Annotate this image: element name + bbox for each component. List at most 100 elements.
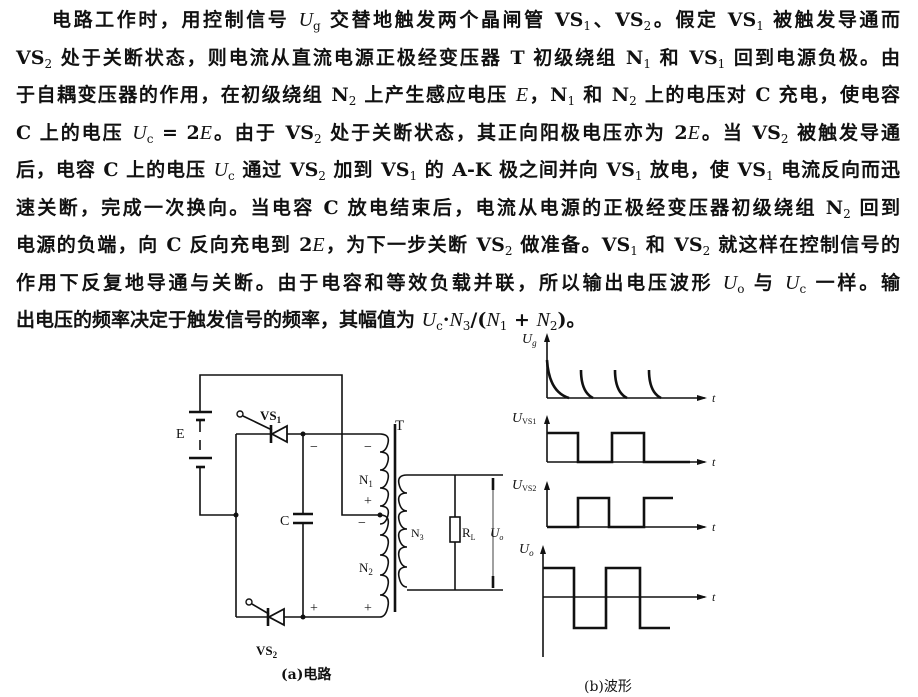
text-run: 、VS <box>591 9 644 31</box>
subscript: 1 <box>567 94 576 108</box>
text-run: 加到 VS <box>325 159 410 181</box>
subscript: c <box>228 169 235 183</box>
subscript: 2 <box>843 206 851 221</box>
subscript: 1 <box>634 169 643 183</box>
subscript: o <box>737 281 745 296</box>
math-symbol: E <box>312 234 325 256</box>
text-run: 放电，使 VS <box>642 159 766 181</box>
text-run: 交替地触发两个晶闸管 VS <box>320 9 584 31</box>
text-run: 回到电源负极。由 <box>725 46 900 69</box>
text-run: 。当 VS <box>699 121 781 144</box>
paragraph-line: VS2 处于关断状态，则电流从直流电源正极经变压器 T 初级绕组 N1 和 VS… <box>16 40 900 78</box>
text-run: C 上的电压 <box>16 121 133 144</box>
label-t-axis: t <box>712 520 716 534</box>
text-run: 上产生感应电压 <box>356 84 516 106</box>
text-run: + <box>507 309 537 331</box>
subscript: 2 <box>318 169 326 183</box>
waveform-ug: Ug t <box>522 332 716 405</box>
math-symbol: U <box>722 271 738 294</box>
math-symbol: E <box>687 121 700 144</box>
sign-n1-bottom: + <box>364 494 372 509</box>
subscript: 2 <box>702 244 711 258</box>
math-symbol: U <box>421 309 437 331</box>
paragraph-line: 出电压的频率决定于触发信号的频率，其幅值为 Uc·N3/(N1 + N2)。 <box>16 302 900 340</box>
math-symbol: U <box>298 9 314 31</box>
label-uvs1: UVS1 <box>512 411 536 426</box>
wire-battery-positive <box>199 374 380 516</box>
label-uo: Uo <box>490 525 503 542</box>
text-run: = 2 <box>153 121 200 144</box>
label-n2: N2 <box>359 560 373 577</box>
text-run: 。假定 VS <box>651 9 757 31</box>
sign-n1-top: − <box>364 440 372 455</box>
label-t-axis: t <box>712 590 716 604</box>
subscript: 2 <box>44 56 53 71</box>
paragraph-line: 后，电容 C 上的电压 Uc 通过 VS2 加到 VS 1 的 A-K 极之间并向… <box>16 152 900 190</box>
text-run: 作用下反复地导通与关断。由于电容和等效负载并联，所以输出电压波形 <box>16 271 723 294</box>
text-run: 和 VS <box>650 46 718 69</box>
text-run: 处于关断状态，其正向阳极电压亦为 2 <box>321 121 688 144</box>
circuit-diagram: E VS1 VS2 C T N1 N2 N3 RL Uo − − + − + + <box>176 374 503 660</box>
paragraph-line: C 上的电压 Uc = 2E。由于 VS2 处于关断状态，其正向阳极电压亦为 2… <box>16 115 900 153</box>
waveform-uvs1: UVS1 t <box>512 411 716 469</box>
text-run: 被触发导通 <box>788 121 901 144</box>
subscript: 1 <box>499 319 508 333</box>
label-vs1: VS1 <box>260 408 282 425</box>
subscript: 1 <box>630 244 638 258</box>
subscript: c <box>436 319 443 333</box>
subscript: 2 <box>504 244 513 258</box>
text-run: 出电压的频率决定于触发信号的频率，其幅值为 <box>16 309 422 331</box>
label-rl: RL <box>462 525 476 542</box>
math-symbol: N <box>536 309 550 331</box>
subscript: 2 <box>643 19 652 33</box>
text-run: 后，电容 C 上的电压 <box>16 159 214 181</box>
transformer-secondary-coil-icon <box>397 474 408 588</box>
thyristor-vs2-icon <box>245 598 285 627</box>
sign-cap-top: − <box>310 440 318 455</box>
text-run: 一样。输 <box>806 271 900 294</box>
text-run: 回到 <box>850 196 900 219</box>
paragraph-line: 电路工作时，用控制信号 Ug 交替地触发两个晶闸管 VS1、VS2。假定 VS1… <box>16 2 900 40</box>
subscript: 2 <box>549 319 558 333</box>
battery-icon <box>189 410 212 469</box>
sign-n2-bottom: + <box>364 601 372 616</box>
label-vs2: VS2 <box>256 643 278 660</box>
label-ug: Ug <box>522 332 537 348</box>
paragraph-line: 电源的负端，向 C 反向充电到 2E，为下一步关断 VS2 做准备。VS1 和 … <box>16 227 900 265</box>
text-run: 。由于 VS <box>211 121 314 144</box>
subscript: 1 <box>643 56 651 71</box>
paragraph-line: 速关断，完成一次换向。当电容 C 放电结束后，电流从电源的正极经变压器初级绕组 … <box>16 190 900 228</box>
math-symbol: E <box>199 121 212 144</box>
text-run: 速关断，完成一次换向。当电容 C 放电结束后，电流从电源的正极经变压器初级绕组 … <box>16 196 844 219</box>
subscript: g <box>313 19 321 33</box>
text-run: 与 <box>744 271 786 294</box>
paragraph-line: 作用下反复地导通与关断。由于电容和等效负载并联，所以输出电压波形 Uo 与 Uc… <box>16 265 900 303</box>
text-run: 通过 VS <box>234 159 319 181</box>
math-symbol: U <box>213 159 229 181</box>
wire-battery-negative <box>199 467 236 516</box>
math-symbol: U <box>785 271 800 294</box>
text-run: 处于关断状态，则电流从直流电源正极经变压器 T 初级绕组 N <box>52 46 644 69</box>
math-symbol: U <box>132 121 147 144</box>
text-run: 电路工作时，用控制信号 <box>52 9 299 31</box>
text-run: 的 A-K 极之间并向 VS <box>417 159 635 181</box>
waveform-diagram: Ug t UVS1 t UVS2 t <box>512 332 716 657</box>
thyristor-vs1-icon <box>236 410 288 444</box>
subscript: 2 <box>348 94 357 108</box>
text-run: 和 N <box>575 84 630 106</box>
subscript: 1 <box>583 19 592 33</box>
subscript: 2 <box>313 131 322 146</box>
subscript: 1 <box>765 169 774 183</box>
text-run: 上的电压对 C 充电，使电容 <box>636 84 901 106</box>
waveform-uo: Uo t <box>519 542 716 657</box>
math-symbol: E <box>515 84 529 106</box>
text-run: )。 <box>557 309 586 331</box>
caption-waveform: (b)波形 <box>584 679 632 695</box>
text-run: 和 VS <box>637 234 703 256</box>
text-run: ，N <box>528 84 568 106</box>
text-run: 做准备。VS <box>512 234 631 256</box>
subscript: c <box>799 281 807 296</box>
text-run: 就这样在控制信号的 <box>710 234 901 256</box>
capacitor-icon <box>293 431 313 620</box>
